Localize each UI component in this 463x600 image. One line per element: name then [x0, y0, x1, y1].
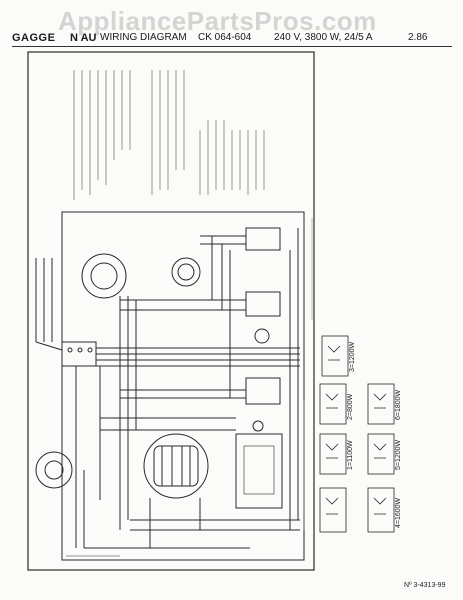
switch-pos-5	[367, 433, 395, 475]
brand-label: GAGGE	[12, 32, 56, 44]
switch-pos-2	[319, 383, 347, 425]
mains-terminal	[61, 341, 97, 367]
switch-pos-4	[367, 487, 395, 533]
switch-label-3: 3=1200W	[349, 341, 356, 372]
switch-block-1	[245, 227, 281, 251]
switch-label-4: 4=1600W	[395, 497, 402, 528]
switch-pos-6	[367, 383, 395, 425]
circuit-frame	[61, 211, 305, 561]
header-rule	[12, 46, 452, 47]
switch-pos-3	[321, 335, 349, 377]
burner-element-front-right	[143, 433, 209, 499]
header-bar: GAGGE N AU WIRING DIAGRAM CK 064-604 240…	[12, 30, 452, 46]
brand-tail-label: N AU	[70, 32, 97, 44]
indicator-lamp	[252, 420, 264, 432]
switch-label-1: 1=1100W	[347, 440, 354, 470]
burner-element-rear-left	[81, 253, 127, 299]
switch-block-3	[245, 377, 281, 405]
switch-positions	[319, 335, 395, 533]
switch-pos-1	[319, 433, 347, 475]
document-number: Nº 3-4313-99	[404, 582, 446, 589]
electrical-rating: 240 V, 3800 W, 24/5 A	[274, 32, 373, 43]
pilot-lamp	[254, 328, 270, 344]
switch-label-2: 2=800W	[347, 393, 354, 420]
switch-label-6: 6=1800W	[395, 389, 402, 420]
legend-block	[73, 70, 265, 200]
watermark-text: AppliancePartsPros.com	[58, 6, 377, 36]
diagram-title: WIRING DIAGRAM	[100, 32, 187, 43]
terminal-block	[235, 433, 283, 509]
burner-element-front-left	[35, 451, 73, 489]
burner-element-rear-right	[171, 257, 201, 287]
switch-label-5: 5=1200W	[395, 439, 402, 470]
switch-block-2	[245, 291, 281, 317]
page-number: 2.86	[408, 32, 428, 43]
model-number: CK 064-604	[198, 32, 252, 43]
switch-pos-0	[319, 487, 347, 533]
outer-frame	[27, 51, 315, 571]
